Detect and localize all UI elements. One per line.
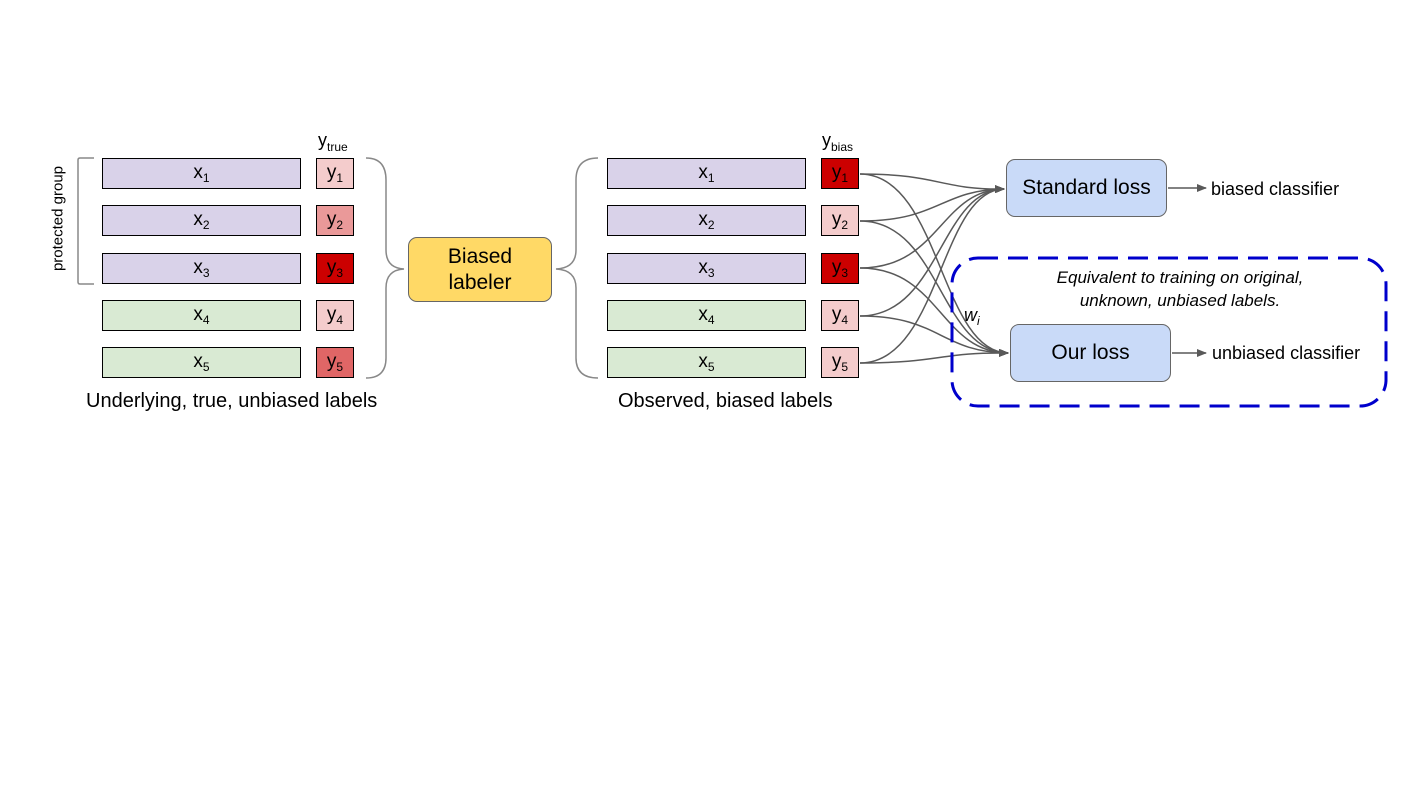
right-label-y4: y4 xyxy=(821,300,859,331)
biased-labeler-node: Biased labeler xyxy=(408,237,552,302)
unbiased-classifier-label: unbiased classifier xyxy=(1212,343,1361,363)
equivalence-note: Equivalent to training on original, unkn… xyxy=(1056,268,1304,310)
left-label-y5: y5 xyxy=(316,347,354,378)
left-label-y2: y2 xyxy=(316,205,354,236)
left-caption: Underlying, true, unbiased labels xyxy=(86,390,378,412)
connector-y3-ours xyxy=(859,267,1009,357)
protected-group-bracket xyxy=(77,157,94,285)
connector-y2-standard xyxy=(859,185,1005,222)
right-feature-x4: x4 xyxy=(607,300,806,331)
protected-group-label: protected group xyxy=(49,165,67,272)
biased-labeler-line1: Biased xyxy=(447,244,513,268)
left-label-header: ytrue xyxy=(318,130,348,154)
right-label-y3: y3 xyxy=(821,253,859,284)
connector-y4-ours xyxy=(859,315,1009,357)
right-label-y1: y1 xyxy=(821,158,859,189)
right-feature-x2: x2 xyxy=(607,205,806,236)
right-label-y2: y2 xyxy=(821,205,859,236)
biased-classifier-label: biased classifier xyxy=(1211,179,1340,199)
left-label-y4: y4 xyxy=(316,300,354,331)
right-feature-x3: x3 xyxy=(607,253,806,284)
right-caption: Observed, biased labels xyxy=(618,390,833,412)
equivalence-region xyxy=(950,256,1388,408)
connector-y1-standard xyxy=(859,173,1005,194)
connector-y3-standard xyxy=(859,185,1005,269)
left-feature-x1: x1 xyxy=(102,158,301,189)
connector-y5-standard xyxy=(859,185,1005,364)
connector-y5-ours xyxy=(859,348,1009,364)
left-feature-x2: x2 xyxy=(102,205,301,236)
connector-y2-ours xyxy=(859,220,1009,357)
left-feature-x5: x5 xyxy=(102,347,301,378)
left-brace xyxy=(365,157,405,379)
our-loss-node: Our loss xyxy=(1010,324,1171,382)
standard-loss-node: Standard loss xyxy=(1006,159,1167,217)
connector-y4-standard xyxy=(859,185,1005,317)
right-label-y5: y5 xyxy=(821,347,859,378)
weight-label: wi xyxy=(964,305,980,328)
left-feature-x4: x4 xyxy=(102,300,301,331)
left-feature-x3: x3 xyxy=(102,253,301,284)
left-label-y3: y3 xyxy=(316,253,354,284)
right-brace xyxy=(555,157,599,379)
right-feature-x1: x1 xyxy=(607,158,806,189)
biased-labeler-line2: labeler xyxy=(448,270,512,294)
right-feature-x5: x5 xyxy=(607,347,806,378)
left-label-y1: y1 xyxy=(316,158,354,189)
connector-y1-ours xyxy=(859,173,1009,357)
right-label-header: ybias xyxy=(822,130,854,154)
